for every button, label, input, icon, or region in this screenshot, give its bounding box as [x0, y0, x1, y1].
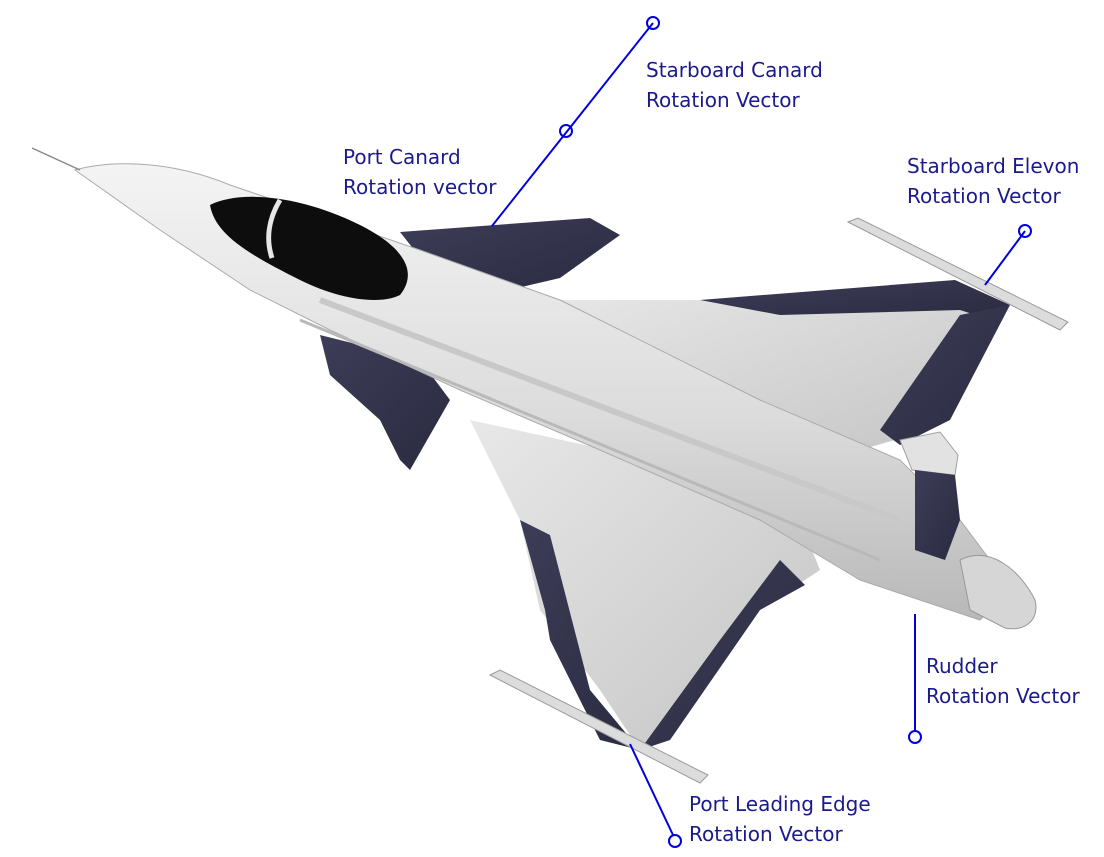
label-rudder: Rudder Rotation Vector	[926, 654, 1081, 708]
label-starboard-elevon: Starboard Elevon Rotation Vector	[907, 154, 1086, 208]
starboard-canard-vector	[492, 17, 659, 226]
label-port-canard: Port Canard Rotation vector	[343, 145, 497, 199]
engine-nozzle	[960, 556, 1036, 629]
nose-probe	[32, 148, 80, 170]
rudder-vector	[909, 614, 921, 743]
starboard-elevon-vector	[985, 225, 1031, 285]
label-starboard-canard: Starboard Canard Rotation Vector	[646, 58, 829, 112]
label-port-leading-edge: Port Leading Edge Rotation Vector	[689, 792, 877, 846]
